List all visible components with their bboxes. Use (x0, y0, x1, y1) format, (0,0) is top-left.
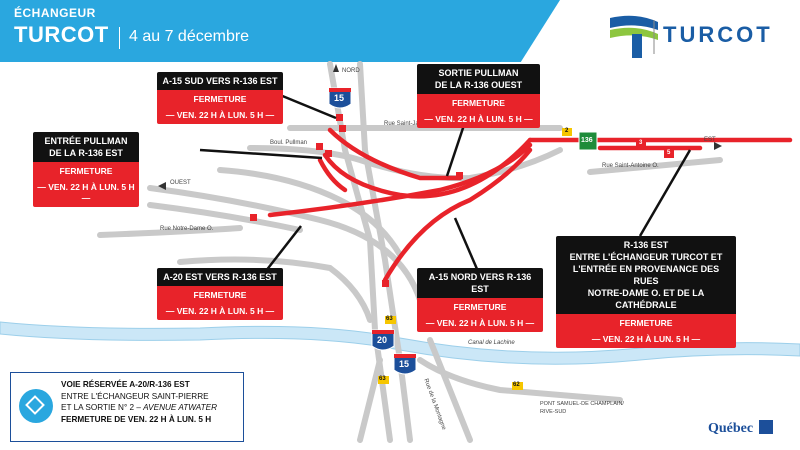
callout-heading-2: DE LA R-136 EST (33, 147, 139, 162)
callout-a20-est: A-20 EST VERS R-136 EST FERMETURE — VEN.… (157, 268, 283, 320)
callout-heading: SORTIE PULLMAN (417, 64, 540, 79)
callout-a15-nord: A-15 NORD VERS R-136 EST FERMETURE — VEN… (417, 268, 543, 332)
callout-heading: R-136 EST (556, 236, 736, 251)
exit-63-bottom-tag (378, 376, 389, 384)
nord-arrow-icon (333, 64, 339, 72)
header-kicker: ÉCHANGEUR (14, 6, 96, 20)
exit-63-top-tag (385, 316, 396, 324)
label-ouest: OUEST (170, 180, 191, 186)
callout-a15-sud: A-15 SUD VERS R-136 EST FERMETURE — VEN.… (157, 72, 283, 124)
callout-period: — VEN. 22 H À LUN. 5 H — (157, 108, 283, 124)
r136-shield (578, 131, 598, 151)
legend-line-3: ET LA SORTIE N° 2 – AVENUE ATWATER (61, 402, 217, 414)
exit-2-number: 2 (565, 128, 569, 134)
quebec-wordmark: Québec (708, 421, 754, 436)
a20-shield (371, 329, 395, 351)
callout-heading: ENTRÉE PULLMAN (33, 132, 139, 147)
label-boul-pullman: Boul. Pullman (270, 140, 308, 146)
exit-63-top-number: 63 (386, 316, 393, 322)
exit-3-number: 3 (639, 140, 643, 146)
callout-period: — VEN. 22 H À LUN. 5 H — (157, 304, 283, 320)
quebec-logo: Québec (708, 420, 773, 437)
callout-r136-est: R-136 EST ENTRE L'ÉCHANGEUR TURCOT ET L'… (556, 236, 736, 348)
diamond-icon (25, 395, 45, 415)
callout-period: — VEN. 22 H À LUN. 5 H — (417, 316, 543, 332)
legend-text: VOIE RÉSERVÉE A-20/R-136 EST ENTRE L'ÉCH… (61, 379, 217, 425)
header-dates: 4 au 7 décembre (129, 28, 250, 45)
callout-status: FERMETURE (157, 90, 283, 108)
callout-entree-pullman: ENTRÉE PULLMAN DE LA R-136 EST FERMETURE… (33, 132, 139, 207)
reserved-lane-icon (19, 389, 53, 423)
ouest-arrow-icon (158, 182, 166, 190)
legend-line-3b: AVENUE ATWATER (143, 403, 218, 412)
callout-heading-2: DE LA R-136 OUEST (417, 79, 540, 94)
header-title: TURCOT (14, 22, 109, 47)
header-banner: ÉCHANGEUR TURCOT 4 au 7 décembre (0, 0, 560, 62)
legend-line-1: VOIE RÉSERVÉE A-20/R-136 EST (61, 380, 190, 389)
label-nord: NORD (342, 68, 360, 74)
callout-heading: A-20 EST VERS R-136 EST (157, 268, 283, 286)
label-rue-saint-antoine: Rue Saint-Antoine O. (602, 163, 659, 169)
closed-roads (267, 127, 793, 283)
closure-markers (250, 114, 463, 287)
callout-status: FERMETURE (417, 298, 543, 316)
turcot-logo (610, 15, 658, 58)
callout-heading: A-15 SUD VERS R-136 EST (157, 72, 283, 90)
callout-period: — VEN. 22 H À LUN. 5 H — (417, 112, 540, 128)
exit-62-tag (512, 382, 523, 390)
a15-bottom-number: 15 (399, 359, 410, 369)
label-rue-notre-dame: Rue Notre-Dame O. (160, 226, 214, 232)
callout-sortie-pullman: SORTIE PULLMAN DE LA R-136 OUEST FERMETU… (417, 64, 540, 128)
header-separator (119, 27, 120, 49)
logo-wordmark: TURCOT (663, 22, 773, 47)
exit-63-bottom-number: 63 (379, 376, 386, 382)
legend-line-4: FERMETURE DE VEN. 22 H À LUN. 5 H (61, 414, 212, 424)
label-canal: Canal de Lachine (468, 340, 515, 346)
label-pont: PONT SAMUEL-DE CHAMPLAIN/ (540, 401, 624, 407)
callout-heading-4: NOTRE-DAME O. ET DE LA CATHÉDRALE (556, 287, 736, 314)
label-rive-sud: RIVE-SUD (540, 409, 567, 415)
callout-status: FERMETURE (157, 286, 283, 304)
reserved-lane-legend: VOIE RÉSERVÉE A-20/R-136 EST ENTRE L'ÉCH… (10, 372, 244, 442)
callout-heading: A-15 NORD VERS R-136 EST (417, 268, 543, 298)
exit-3-tag (636, 140, 646, 148)
callout-status: FERMETURE (556, 314, 736, 332)
est-arrow-icon (714, 142, 722, 150)
callout-status: FERMETURE (417, 94, 540, 112)
callout-status: FERMETURE (33, 162, 139, 180)
legend-line-2: ENTRE L'ÉCHANGEUR SAINT-PIERRE (61, 391, 209, 401)
callout-heading-3: L'ENTRÉE EN PROVENANCE DES RUES (556, 263, 736, 287)
legend-line-3a: ET LA SORTIE N° 2 – (61, 403, 144, 412)
r136-number: 136 (581, 137, 593, 144)
label-rue-saint-jacques: Rue Saint-Jacques (384, 121, 435, 127)
exit-5-number: 5 (667, 150, 671, 156)
exit-62-number: 62 (513, 382, 520, 388)
leader-lines (199, 93, 692, 277)
a15-bottom-shield (393, 353, 417, 375)
label-est: EST (704, 137, 716, 143)
a20-number: 20 (377, 335, 388, 345)
callout-period: — VEN. 22 H À LUN. 5 H — (556, 332, 736, 348)
exit-2-tag (562, 128, 572, 136)
fleur-de-lis-icon (758, 420, 773, 434)
exit-5-tag (664, 150, 674, 158)
callout-period: — VEN. 22 H À LUN. 5 H — (33, 180, 139, 207)
a15-top-shield (328, 87, 352, 109)
a15-top-number: 15 (334, 93, 345, 103)
callout-heading-2: ENTRE L'ÉCHANGEUR TURCOT ET (556, 251, 736, 263)
